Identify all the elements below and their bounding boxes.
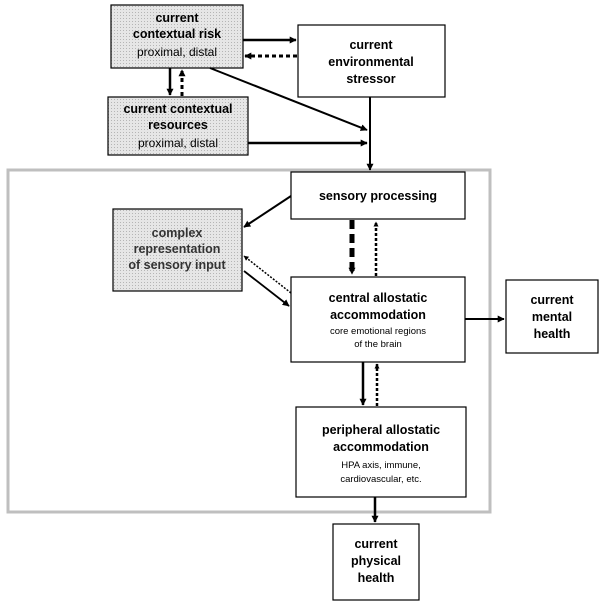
mental-health-line-3: health — [534, 327, 571, 341]
central-sub-2: of the brain — [354, 339, 402, 350]
contextual-risk-title-1: current — [155, 11, 199, 25]
resources-title-1: current contextual — [123, 102, 232, 116]
stressor-line-2: environmental — [328, 55, 413, 69]
complex-line-2: representation — [134, 242, 221, 256]
physical-health-line-3: health — [358, 571, 395, 585]
central-sub-1: core emotional regions — [330, 326, 426, 337]
stressor-line-3: stressor — [346, 72, 395, 86]
mental-health-box: current mental health — [505, 279, 599, 354]
mental-health-line-2: mental — [532, 310, 572, 324]
peripheral-sub-2: cardiovascular, etc. — [340, 474, 421, 485]
central-title-2: accommodation — [330, 308, 426, 322]
contextual-risk-sub: proximal, distal — [137, 45, 217, 59]
environmental-stressor-box: current environmental stressor — [297, 24, 446, 98]
peripheral-allostatic-box: peripheral allostatic accommodation HPA … — [295, 406, 467, 498]
physical-health-line-2: physical — [351, 554, 401, 568]
stressor-line-1: current — [349, 38, 393, 52]
complex-line-1: complex — [152, 226, 203, 240]
physical-health-box: current physical health — [332, 523, 420, 601]
peripheral-sub-1: HPA axis, immune, — [341, 460, 421, 471]
central-title-1: central allostatic — [329, 291, 428, 305]
peripheral-title-1: peripheral allostatic — [322, 423, 440, 437]
resources-title-2: resources — [148, 118, 208, 132]
mental-health-line-1: current — [530, 293, 574, 307]
contextual-risk-box: current contextual risk proximal, distal — [110, 4, 244, 69]
contextual-risk-title-2: contextual risk — [133, 27, 221, 41]
arrow-risk-to-junction — [209, 67, 368, 131]
contextual-resources-box: current contextual resources proximal, d… — [107, 96, 249, 156]
central-allostatic-box: central allostatic accommodation core em… — [290, 276, 466, 363]
sensory-processing-box: sensory processing — [290, 171, 466, 220]
complex-representation-box: complex representation of sensory input — [112, 208, 243, 292]
complex-line-3: of sensory input — [128, 258, 226, 272]
arrow-complex-to-central — [243, 270, 290, 307]
sensory-processing-label: sensory processing — [319, 189, 437, 203]
peripheral-title-2: accommodation — [333, 440, 429, 454]
arrow-sensory-to-complex — [243, 195, 292, 228]
resources-sub: proximal, distal — [138, 136, 218, 150]
physical-health-line-1: current — [354, 537, 398, 551]
arrow-central-to-complex — [243, 255, 292, 294]
system-frame — [6, 168, 492, 514]
